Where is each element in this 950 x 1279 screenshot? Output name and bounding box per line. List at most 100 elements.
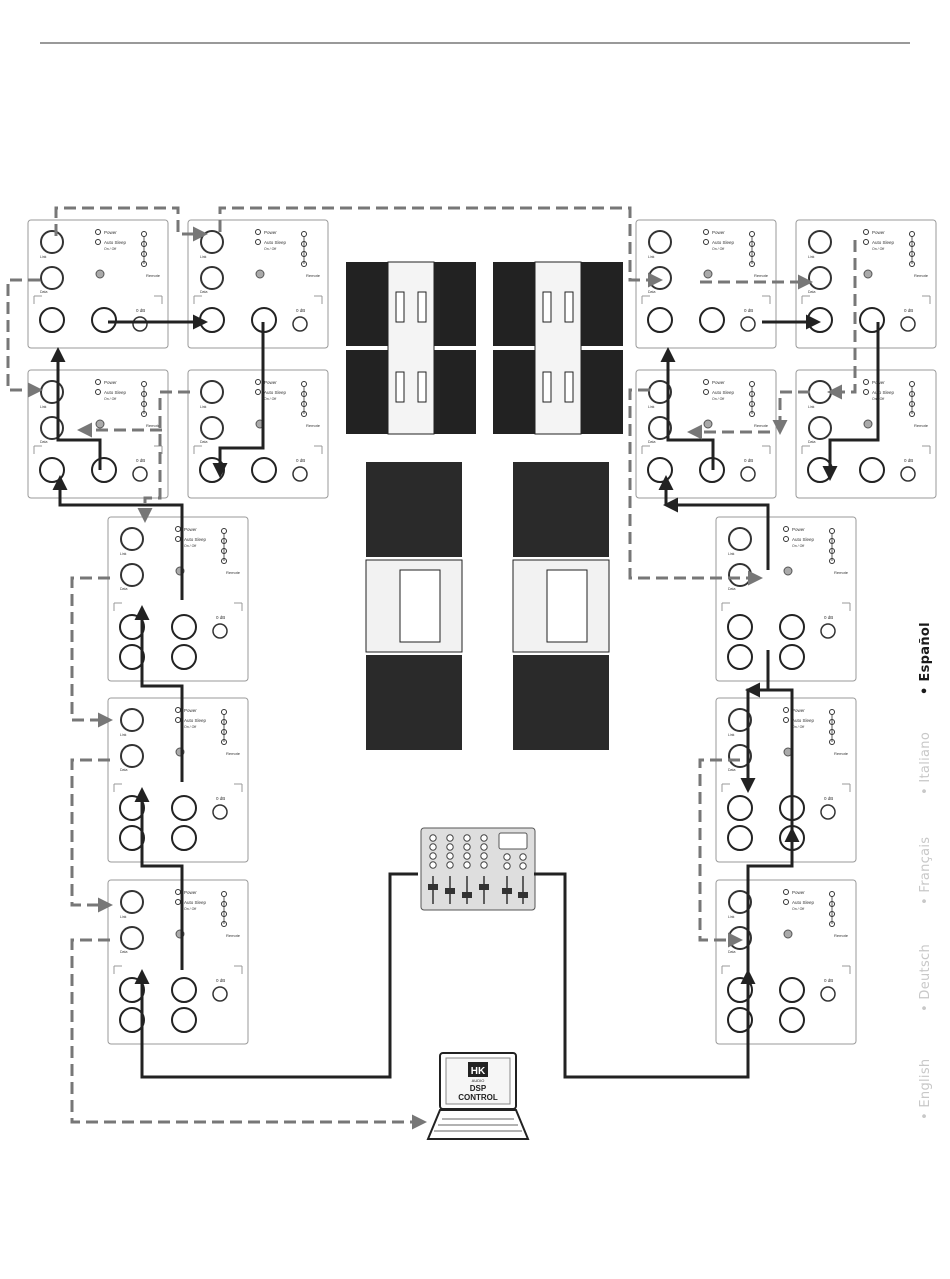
lang-tab-deutsch[interactable]: • Deutsch xyxy=(918,943,933,1012)
auto-sleep-label: Auto Sleep xyxy=(184,718,207,723)
gain-knob xyxy=(740,466,756,482)
link-label: Link xyxy=(40,255,47,259)
on-off-label: On / Off xyxy=(104,247,116,251)
power-label: Power xyxy=(264,230,277,235)
link-label: Link xyxy=(200,255,207,259)
remote-label: Remote xyxy=(146,273,161,278)
xlr-aux-connector xyxy=(727,1007,753,1033)
gain-knob xyxy=(820,804,836,820)
subwoofer-stack-right xyxy=(512,462,610,750)
xlr-input-connector xyxy=(727,977,753,1003)
data-connector xyxy=(120,926,144,950)
laptop-line1: DSP xyxy=(470,1084,487,1093)
link-connector xyxy=(728,527,752,551)
gain-label: 0 dB xyxy=(824,796,833,801)
lang-tab-english[interactable]: • English xyxy=(918,1058,933,1120)
auto-sleep-label: Auto Sleep xyxy=(104,390,127,395)
link-connector xyxy=(120,527,144,551)
link-label: Link xyxy=(728,552,735,556)
auto-sleep-label: Auto Sleep xyxy=(712,390,735,395)
gain-label: 0 dB xyxy=(216,615,225,620)
data-label: Data xyxy=(728,768,735,772)
data-connector xyxy=(200,416,224,440)
remote-label: Remote xyxy=(914,273,929,278)
laptop-logo-top: HK xyxy=(471,1066,486,1077)
gain-label: 0 dB xyxy=(904,308,913,313)
power-label: Power xyxy=(184,527,197,532)
lang-tab-italiano[interactable]: • Italiano xyxy=(918,731,933,795)
xlr-aux-connector xyxy=(727,825,753,851)
gain-knob xyxy=(132,466,148,482)
data-connector xyxy=(808,266,832,290)
auto-sleep-label: Auto Sleep xyxy=(264,390,287,395)
lang-tab-francais[interactable]: • Français xyxy=(918,836,933,905)
xlr-output-connector xyxy=(171,614,197,640)
data-cable-12 xyxy=(628,388,763,586)
remote-label: Remote xyxy=(834,751,849,756)
data-connector xyxy=(728,563,752,587)
on-off-label: On / Off xyxy=(712,247,724,251)
remote-label: Remote xyxy=(226,570,241,575)
power-label: Power xyxy=(792,890,805,895)
analog-cable-6 xyxy=(134,787,184,970)
remote-label: Remote xyxy=(754,423,769,428)
remote-label: Remote xyxy=(306,423,321,428)
xlr-aux-connector xyxy=(119,825,145,851)
link-label: Link xyxy=(728,733,735,737)
data-cable-5 xyxy=(70,576,113,728)
on-off-label: On / Off xyxy=(104,397,116,401)
link-label: Link xyxy=(120,552,127,556)
link-connector xyxy=(120,708,144,732)
lang-tab-espanol[interactable]: • Español xyxy=(918,622,933,695)
analog-cable-10 xyxy=(822,322,880,481)
remote-label: Remote xyxy=(226,933,241,938)
analog-cable-14 xyxy=(745,682,794,830)
remote-label: Remote xyxy=(754,273,769,278)
auto-sleep-label: Auto Sleep xyxy=(792,537,815,542)
gain-knob xyxy=(212,623,228,639)
xlr-output-connector xyxy=(171,795,197,821)
gain-knob xyxy=(292,466,308,482)
xlr-input-connector xyxy=(119,795,145,821)
power-label: Power xyxy=(792,527,805,532)
xlr-input-connector xyxy=(807,457,833,483)
auto-sleep-label: Auto Sleep xyxy=(712,240,735,245)
analog-cable-3 xyxy=(50,347,102,470)
analog-cable-16 xyxy=(746,827,800,972)
power-label: Power xyxy=(712,230,725,235)
data-cable-4 xyxy=(137,390,190,523)
link-connector xyxy=(120,890,144,914)
analog-cable-4 xyxy=(52,475,184,600)
subwoofer-stack-left xyxy=(365,462,463,750)
link-connector xyxy=(808,230,832,254)
gain-knob xyxy=(132,316,148,332)
link-label: Link xyxy=(40,405,47,409)
gain-knob xyxy=(820,986,836,1002)
on-off-label: On / Off xyxy=(872,247,884,251)
xlr-input-connector xyxy=(119,614,145,640)
analog-cable-5 xyxy=(134,605,184,782)
data-cable-13 xyxy=(698,758,743,948)
data-connector xyxy=(648,416,672,440)
power-label: Power xyxy=(712,380,725,385)
analog-cable-15 xyxy=(663,497,770,570)
xlr-output-connector xyxy=(859,457,885,483)
analog-cable-2 xyxy=(212,322,265,478)
on-off-label: On / Off xyxy=(792,725,804,729)
on-off-label: On / Off xyxy=(792,907,804,911)
gain-label: 0 dB xyxy=(824,978,833,983)
link-label: Link xyxy=(808,255,815,259)
link-label: Link xyxy=(648,255,655,259)
data-label: Data xyxy=(120,587,127,591)
link-connector xyxy=(200,380,224,404)
gain-label: 0 dB xyxy=(216,796,225,801)
auto-sleep-label: Auto Sleep xyxy=(872,240,895,245)
